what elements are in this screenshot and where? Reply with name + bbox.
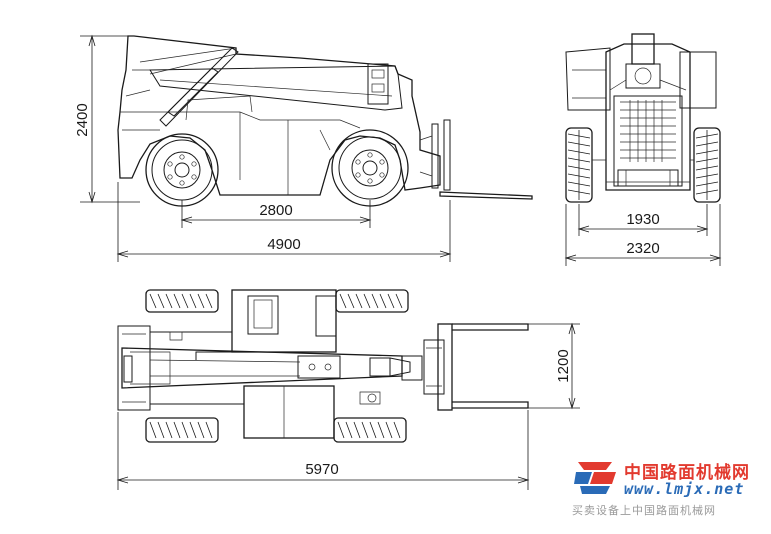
lmjx-watermark: 中国路面机械网 www.lmjx.net 买卖设备上中国路面机械网 [572, 456, 771, 534]
width-dimension-label: 2320 [626, 240, 659, 257]
lmjx-logo-icon [574, 462, 616, 494]
wheelbase-dimension-label: 2800 [259, 202, 292, 219]
watermark-brand-cn: 中国路面机械网 [624, 463, 750, 483]
side-length-dimension-label: 4900 [267, 236, 300, 253]
front-view-dimensions [564, 204, 722, 266]
top-view [117, 289, 529, 443]
height-dimension-label: 2400 [74, 103, 91, 136]
top-view-dimensions [116, 322, 580, 490]
front-view [565, 33, 721, 203]
fork-width-dimension-label: 1200 [555, 349, 572, 382]
top-length-dimension-label: 5970 [305, 461, 338, 478]
side-view [117, 35, 533, 207]
watermark-slogan: 买卖设备上中国路面机械网 [572, 504, 716, 517]
watermark-url[interactable]: www.lmjx.net [624, 480, 745, 498]
side-view-dimensions [80, 34, 452, 262]
track-dimension-label: 1930 [626, 211, 659, 228]
